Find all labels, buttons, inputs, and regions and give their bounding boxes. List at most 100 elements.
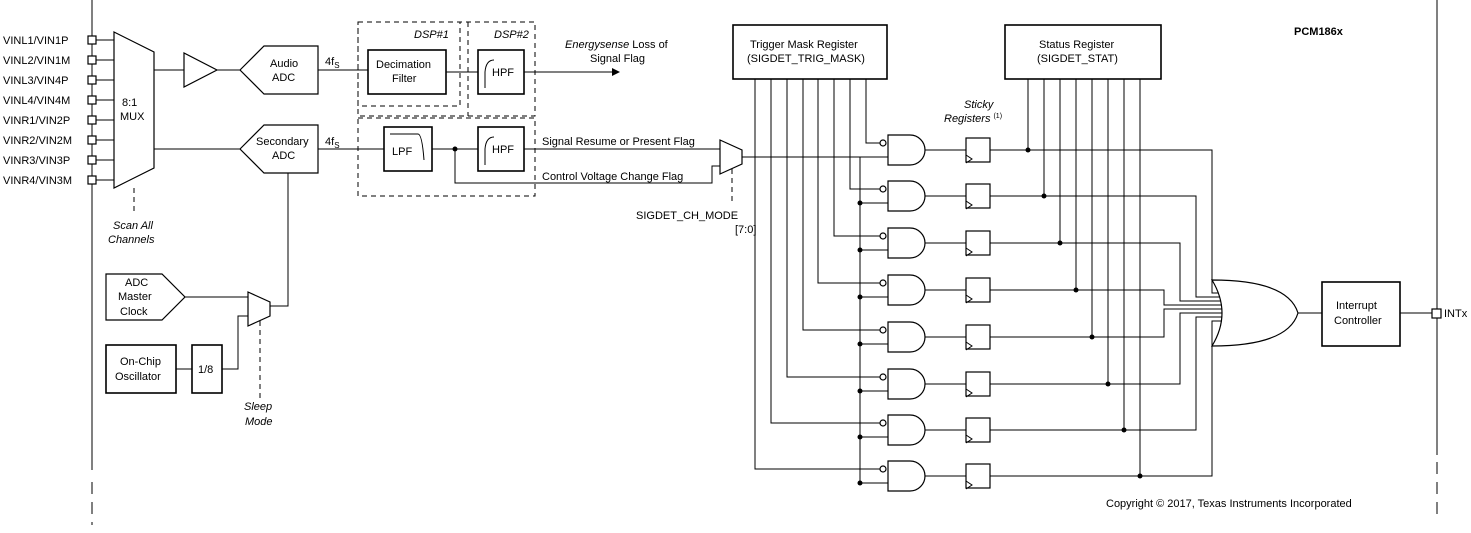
audio-adc (239, 45, 319, 95)
sleep-label-2: Mode (245, 416, 273, 428)
sticky-label-1: Sticky (964, 99, 995, 111)
input-label-3: VINL3/VIN4P (3, 75, 68, 87)
control-voltage-flag: Control Voltage Change Flag (542, 171, 683, 183)
clock-mark-4 (965, 294, 973, 304)
and-gate-4 (887, 274, 926, 306)
or-gate (1210, 279, 1299, 347)
status-register-label-1: Status Register (1039, 39, 1115, 51)
input-label-7: VINR3/VIN3P (3, 155, 70, 167)
audio-path: Audio ADC 4fS DSP#1 DSP#2 Decimation Fil… (154, 21, 669, 117)
divider-label: 1/8 (198, 364, 213, 376)
signal-resume-flag: Signal Resume or Present Flag (542, 136, 695, 148)
status-junction-3 (1057, 240, 1063, 246)
sticky-register-1 (965, 137, 991, 163)
and-gate-1 (887, 134, 926, 166)
sigdet-mode-label-2: [7:0] (735, 224, 756, 236)
input-label-5: VINR1/VIN2P (3, 115, 70, 127)
sticky-register-5 (965, 324, 991, 350)
secondary-adc (239, 124, 319, 174)
oscillator-label-1: On-Chip (120, 356, 161, 368)
sticky-register-8 (965, 463, 991, 489)
or-input-3 (990, 242, 1226, 302)
clock-mark-3 (965, 247, 973, 257)
scan-note-2: Channels (108, 234, 155, 246)
lpf-label: LPF (392, 146, 412, 158)
and-gate-6 (887, 368, 926, 400)
input-label-2: VINL2/VIN1M (3, 55, 70, 67)
clock-mark-8 (965, 480, 973, 490)
secondary-rate: 4fS (325, 136, 340, 150)
clock-mark-7 (965, 434, 973, 444)
on-chip-oscillator (105, 344, 177, 394)
copyright: Copyright © 2017, Texas Instruments Inco… (1106, 498, 1352, 510)
intx-pin (1431, 308, 1442, 319)
or-input-5 (990, 308, 1226, 338)
energysense-label-2: Signal Flag (590, 53, 645, 65)
status-junction-1 (1025, 147, 1031, 153)
invert-bubble-1 (879, 139, 887, 147)
audio-adc-label-2: ADC (272, 72, 295, 84)
trigger-register-label-2: (SIGDET_TRIG_MASK) (747, 53, 865, 65)
divider (191, 344, 223, 394)
mux-label-1: 8:1 (122, 97, 137, 109)
adc-master-clock (105, 273, 186, 321)
status-junction-7 (1121, 427, 1127, 433)
and-gate-7 (887, 414, 926, 446)
hpf-dsp2-label: HPF (492, 67, 514, 79)
status-register-label-2: (SIGDET_STAT) (1037, 53, 1118, 65)
arrow-head (612, 68, 620, 76)
clock-mark-6 (965, 388, 973, 398)
buffer-amplifier (183, 52, 219, 88)
trigger-line-1 (865, 79, 880, 144)
intx-label: INTx (1444, 308, 1468, 320)
clock-label-3: Clock (120, 306, 148, 318)
invert-bubble-5 (879, 326, 887, 334)
audio-rate: 4fS (325, 56, 340, 70)
trigger-line-8 (754, 79, 880, 470)
interrupt-label-1: Interrupt (1336, 300, 1377, 312)
clock-mark-2 (965, 200, 973, 210)
registers: Trigger Mask Register (SIGDET_TRIG_MASK)… (732, 24, 1162, 125)
gate-array (742, 79, 1226, 492)
clock-mark-5 (965, 341, 973, 351)
dsp2-label: DSP#2 (494, 29, 529, 41)
trigger-line-4 (817, 79, 880, 284)
sigdet-mode-label-1: SIGDET_CH_MODE (636, 210, 738, 222)
chip-name: PCM186x (1294, 26, 1344, 38)
invert-bubble-4 (879, 279, 887, 287)
mux-label-2: MUX (120, 111, 145, 123)
input-pins: VINL1/VIN1P VINL2/VIN1M VINL3/VIN4P VINL… (3, 35, 114, 187)
hpf-secondary (477, 126, 525, 172)
mux: 8:1 MUX Scan All Channels (108, 31, 155, 246)
invert-bubble-7 (879, 419, 887, 427)
secondary-adc-label-1: Secondary (256, 136, 309, 148)
oscillator-label-2: Oscillator (115, 371, 161, 383)
status-junction-4 (1073, 287, 1079, 293)
and-gate-8 (887, 460, 926, 492)
clock-mux (247, 291, 271, 327)
trigger-line-2 (849, 79, 880, 190)
and-gate-2 (887, 180, 926, 212)
or-input-6 (990, 312, 1226, 385)
and-gate-5 (887, 321, 926, 353)
clock-mark-1 (965, 154, 973, 164)
trigger-mask-register (732, 24, 888, 80)
energysense-label: Energysense Loss of (565, 39, 669, 51)
invert-bubble-8 (879, 465, 887, 473)
interrupt-label-2: Controller (1334, 315, 1382, 327)
invert-bubble-2 (879, 185, 887, 193)
interrupt-stage: Interrupt Controller INTx (1210, 279, 1468, 347)
dsp-outer-box (357, 21, 536, 117)
interrupt-controller (1321, 281, 1401, 347)
invert-bubble-3 (879, 232, 887, 240)
input-label-1: VINL1/VIN1P (3, 35, 68, 47)
sticky-register-7 (965, 417, 991, 443)
or-input-7 (990, 316, 1226, 431)
status-junction-2 (1041, 193, 1047, 199)
status-register (1004, 24, 1162, 80)
dsp1-box (357, 21, 461, 107)
status-junction-6 (1105, 381, 1111, 387)
decimation-filter (367, 49, 447, 95)
invert-bubble-6 (879, 373, 887, 381)
